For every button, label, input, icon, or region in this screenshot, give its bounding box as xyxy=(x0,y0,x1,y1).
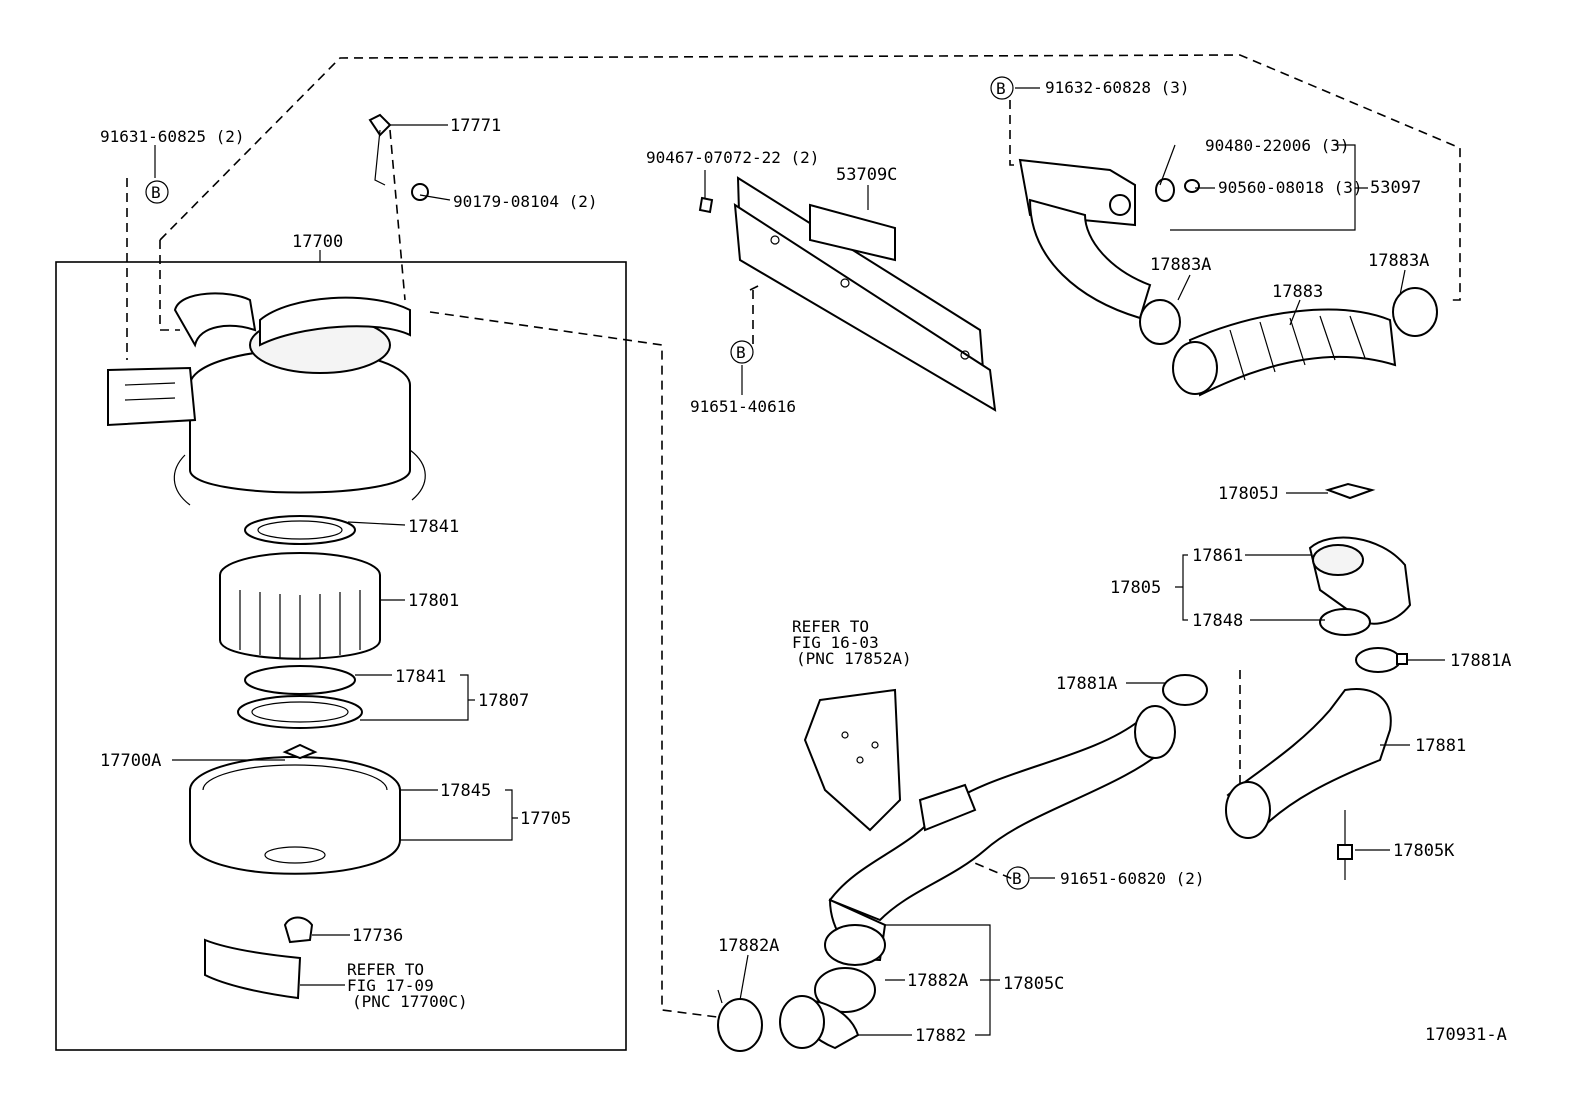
air-cleaner-group-box xyxy=(55,261,627,1051)
callout-17841-lower: 17841 xyxy=(395,667,446,687)
callout-90467-07072-22: 90467-07072-22 (2) xyxy=(646,148,819,167)
hose-17882A-drawing xyxy=(814,898,887,1013)
callout-90560-08018: 90560-08018 (3) xyxy=(1218,178,1363,197)
callout-90179-08104: 90179-08104 (2) xyxy=(453,192,598,211)
bolt-17771-drawing xyxy=(368,113,392,186)
svg-text:B: B xyxy=(736,343,746,362)
callout-91651-40616: 91651-40616 xyxy=(690,397,796,416)
lower-case-17705-drawing xyxy=(189,743,401,875)
gasket-17841-upper-drawing xyxy=(244,515,356,545)
callout-17841-upper: 17841 xyxy=(408,517,459,537)
callout-90480-22006: 90480-22006 (3) xyxy=(1205,136,1350,155)
callout-17882: 17882 xyxy=(915,1026,966,1046)
note-refer-fig-16-03-line1: REFER TO xyxy=(792,617,869,636)
nut-90179-drawing xyxy=(411,183,429,201)
air-cleaner-case-drawing xyxy=(107,292,426,506)
note-refer-fig-17-09-line2: FIG 17-09 xyxy=(347,976,434,995)
callout-17883A-right: 17883A xyxy=(1368,251,1429,271)
valve-17736-drawing xyxy=(283,916,314,944)
intake-duct-53097-drawing xyxy=(1018,158,1200,320)
callout-17883A-left: 17883A xyxy=(1150,255,1211,275)
gasket-17841-lower-drawing xyxy=(237,665,363,729)
hose-17882-drawing xyxy=(779,995,860,1050)
callout-17861: 17861 xyxy=(1192,546,1243,566)
ref-bubble-b-lower: B xyxy=(1006,866,1030,890)
callout-17805K: 17805K xyxy=(1393,841,1455,861)
callout-17805C: 17805C xyxy=(1003,974,1064,994)
callout-17881A-right: 17881A xyxy=(1450,651,1511,671)
callout-17805: 17805 xyxy=(1110,578,1161,598)
callout-17801: 17801 xyxy=(408,591,459,611)
gasket-17848-drawing xyxy=(1319,608,1371,636)
callout-17881: 17881 xyxy=(1415,736,1466,756)
note-refer-fig-17-09-line1: REFER TO xyxy=(347,960,424,979)
ref-bubble-b-duct: B xyxy=(990,76,1014,100)
svg-text:B: B xyxy=(1012,869,1022,888)
callout-17845: 17845 xyxy=(440,781,491,801)
svg-text:B: B xyxy=(151,183,161,202)
callout-17883: 17883 xyxy=(1272,282,1323,302)
bracket-53709C-drawing xyxy=(698,176,997,412)
callout-17881A-left: 17881A xyxy=(1056,674,1117,694)
callout-17700: 17700 xyxy=(292,232,343,252)
ref-bubble-b-left: B xyxy=(145,180,169,204)
diagram-id: 170931-A xyxy=(1425,1025,1507,1045)
callout-91651-60820: 91651-60820 (2) xyxy=(1060,869,1205,888)
callout-17771: 17771 xyxy=(450,116,501,136)
callout-53097: 53097 xyxy=(1370,178,1421,198)
svg-text:B: B xyxy=(996,79,1006,98)
callout-17736: 17736 xyxy=(352,926,403,946)
sensor-17805K-drawing xyxy=(1337,810,1353,880)
clamp-17881A-right-drawing xyxy=(1355,647,1408,673)
callout-17700A: 17700A xyxy=(100,751,161,771)
callout-17705: 17705 xyxy=(520,809,571,829)
ref-bubble-b-bracket: B xyxy=(730,340,754,364)
clamp-17881A-left-drawing xyxy=(1162,674,1208,706)
resonator-17861-drawing xyxy=(1308,536,1412,625)
note-refer-fig-16-03-line2: FIG 16-03 xyxy=(792,633,879,652)
callout-17848: 17848 xyxy=(1192,611,1243,631)
leader-lines xyxy=(154,87,1445,1036)
duct-17805C-drawing xyxy=(828,705,1176,922)
cap-17805J-drawing xyxy=(1324,482,1376,500)
callout-91631-60825: 91631-60825 (2) xyxy=(100,127,245,146)
callout-17807: 17807 xyxy=(478,691,529,711)
callout-17882A-top: 17882A xyxy=(718,936,779,956)
bracket-17852A-drawing xyxy=(803,688,902,832)
hose-17881-drawing xyxy=(1225,688,1392,839)
hose-17883-drawing xyxy=(1139,287,1438,397)
note-refer-fig-16-03-line3: (PNC 17852A) xyxy=(796,649,912,668)
callout-17882A-mid: 17882A xyxy=(907,971,968,991)
callout-91632-60828: 91632-60828 (3) xyxy=(1045,78,1190,97)
filter-element-17801-drawing xyxy=(219,552,381,660)
note-refer-fig-17-09-line3: (PNC 17700C) xyxy=(352,992,468,1011)
cover-17700C-drawing xyxy=(204,938,302,1000)
callout-53709C: 53709C xyxy=(836,165,897,185)
callout-17805J: 17805J xyxy=(1218,484,1279,504)
